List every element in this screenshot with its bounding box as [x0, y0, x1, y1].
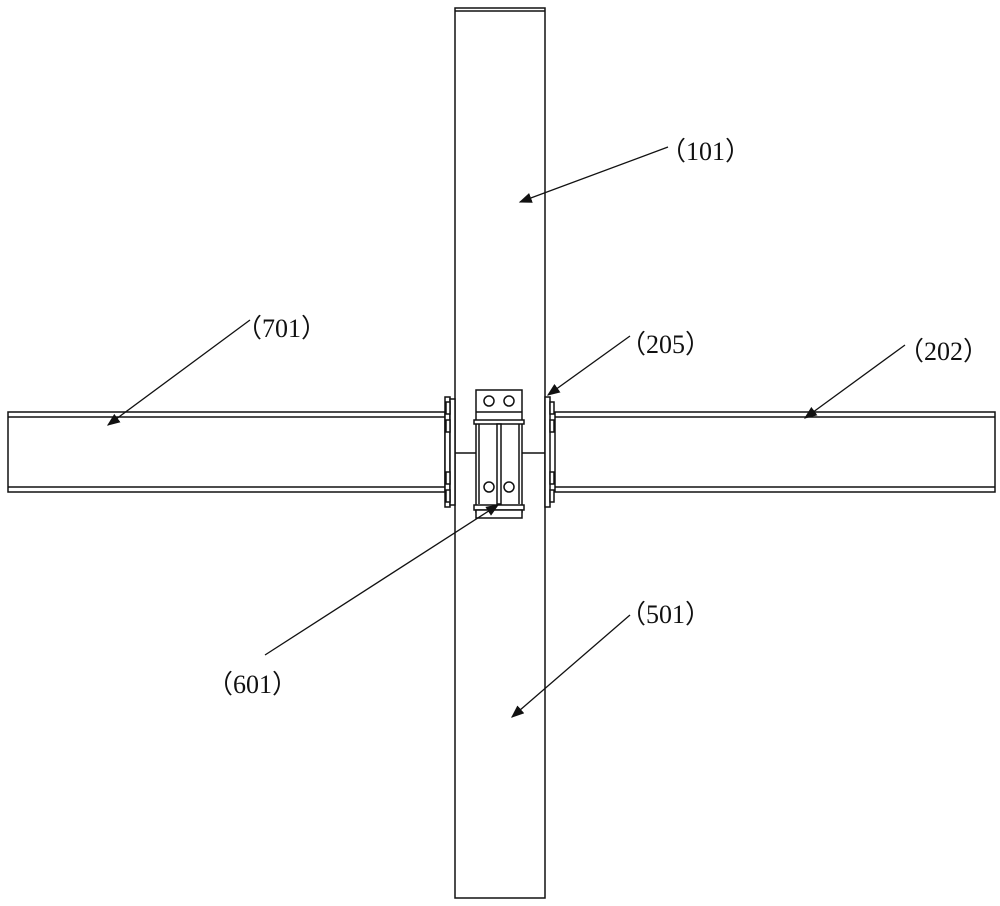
leader-205 [546, 335, 631, 396]
leader-601 [264, 504, 500, 656]
leader-101 [518, 146, 669, 203]
label-701: （701） [236, 314, 328, 343]
label-205: （205） [620, 330, 712, 359]
leader-202 [803, 344, 906, 419]
end-plate-left [444, 396, 456, 508]
end-plate-right-205 [544, 396, 555, 508]
leader-701 [106, 319, 251, 426]
label-202: （202） [898, 337, 990, 366]
beam-701 [7, 411, 446, 493]
beam-202 [554, 411, 996, 493]
label-101: （101） [660, 137, 752, 166]
connector-601 [473, 389, 525, 519]
label-601: （601） [207, 670, 299, 699]
leader-501 [511, 614, 631, 718]
label-501: （501） [620, 600, 712, 629]
